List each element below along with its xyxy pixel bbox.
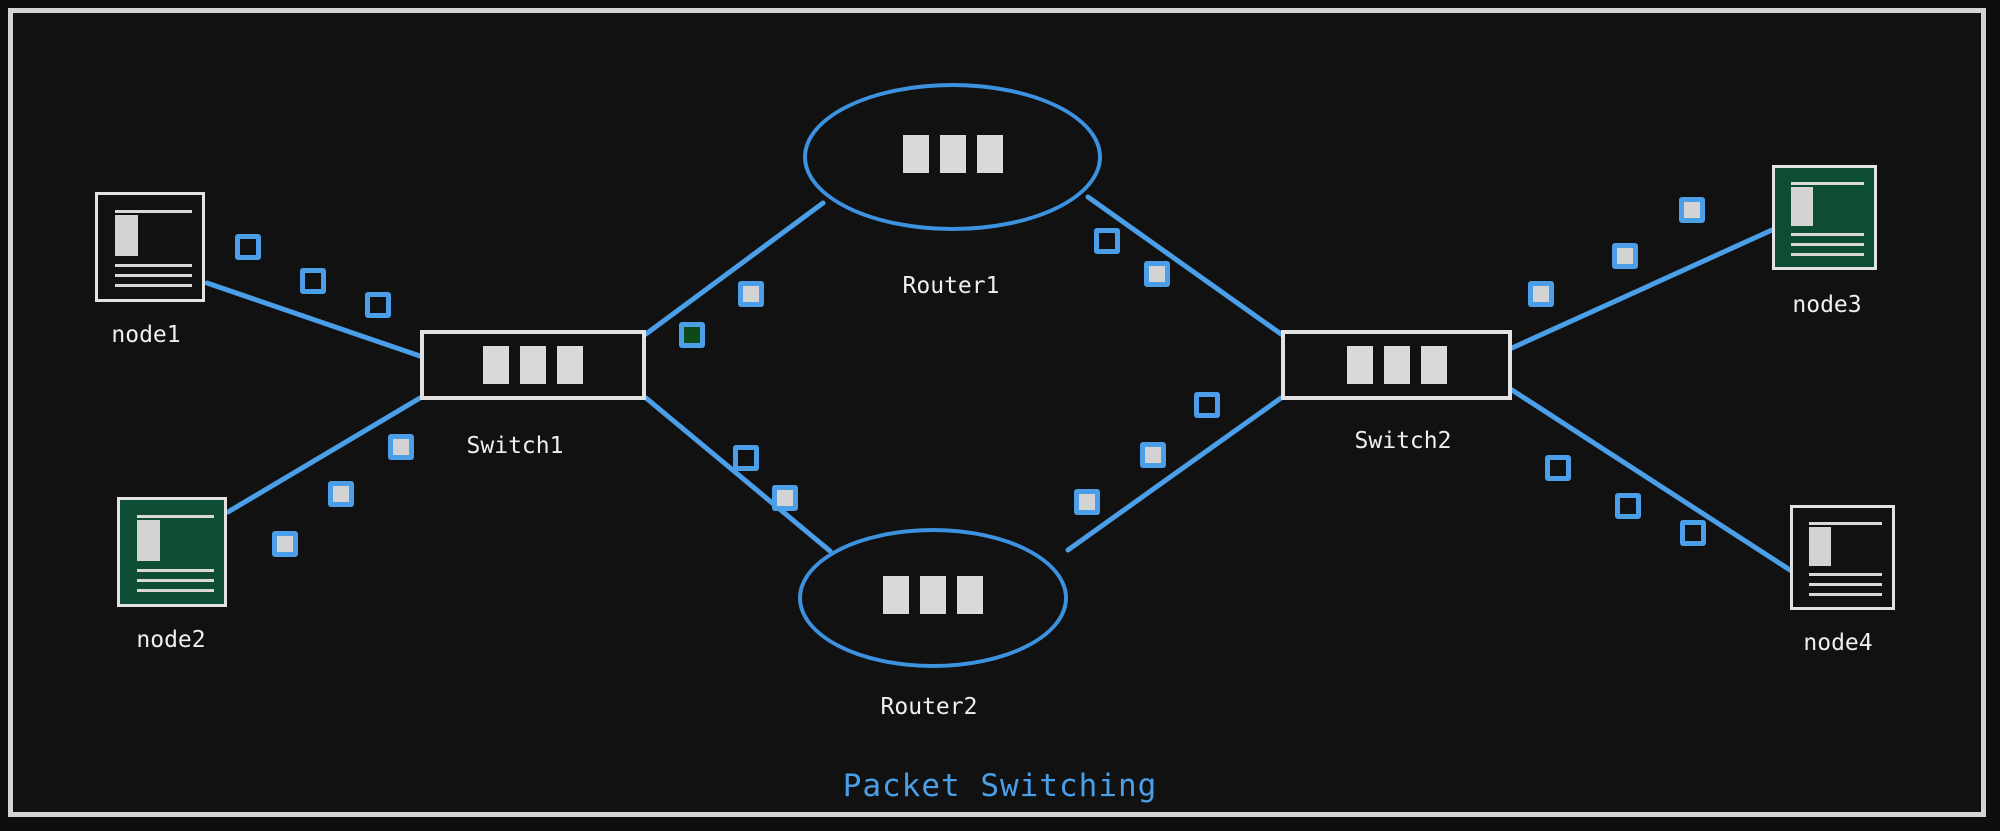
router-port-bar [902,135,929,173]
diagram-title: Packet Switching [842,768,1158,804]
node-text-line [1790,233,1865,237]
packet [679,322,705,348]
packet [1679,197,1705,223]
node-text-line [1808,593,1883,597]
node-text-line [1790,243,1865,247]
device-node3[interactable] [1772,165,1877,270]
link-switch1-router1 [643,200,826,337]
node-text-line [136,579,214,583]
packet [1194,392,1220,418]
packet [1612,243,1638,269]
device-router1[interactable] [803,83,1102,231]
device-label-router1: Router1 [902,273,1000,299]
router-port-bar [957,576,983,614]
node-text-line [114,284,192,288]
packet [1074,489,1100,515]
node-thumbnail-block [136,519,160,562]
packet [235,234,261,260]
router-port-bar [883,576,909,614]
link-node2-switch1 [225,395,423,515]
device-node2[interactable] [117,497,227,607]
node-text-line [114,263,192,267]
packet [1545,455,1571,481]
node-thumbnail-block [114,214,138,257]
node-thumbnail-block [1790,186,1813,227]
link-switch1-router2 [643,395,833,554]
device-node4[interactable] [1790,505,1895,610]
node-text-line [1808,573,1883,577]
switch-port-bar [557,346,583,384]
packet [738,281,764,307]
node-header-line [114,209,192,213]
link-router1-switch2 [1085,194,1284,337]
device-label-router2: Router2 [880,694,978,720]
switch-port-bar [520,346,546,384]
link-node1-switch1 [204,280,423,359]
packet [272,531,298,557]
node-text-line [114,274,192,278]
packet [300,268,326,294]
link-switch2-node3 [1509,227,1775,351]
device-label-switch2: Switch2 [1354,428,1452,454]
router-port-bar [976,135,1003,173]
device-label-switch1: Switch1 [466,433,564,459]
packet [365,292,391,318]
node-text-line [136,568,214,572]
router-port-bar [939,135,966,173]
packet [733,445,759,471]
packet [1144,261,1170,287]
node-text-line [1790,253,1865,257]
device-switch2[interactable] [1281,330,1512,400]
packet [388,434,414,460]
packet [1680,520,1706,546]
device-switch1[interactable] [420,330,646,400]
node-thumbnail-block [1808,526,1831,567]
device-label-node4: node4 [1803,630,1873,656]
switch-port-bar [1420,346,1447,384]
node-text-line [136,589,214,593]
packet [1094,228,1120,254]
packet [328,481,354,507]
switch-port-bar [1346,346,1373,384]
node-header-line [1790,181,1865,185]
device-router2[interactable] [798,528,1068,668]
links-group [204,194,1793,573]
node-header-line [1808,521,1883,525]
device-label-node1: node1 [111,322,181,348]
node-text-line [1808,583,1883,587]
link-router2-switch2 [1065,395,1284,553]
packet [772,485,798,511]
packet [1615,493,1641,519]
router-port-bar [920,576,946,614]
packet [1140,442,1166,468]
device-label-node2: node2 [136,627,206,653]
switch-port-bar [483,346,509,384]
device-label-node3: node3 [1792,292,1862,318]
switch-port-bar [1383,346,1410,384]
device-node1[interactable] [95,192,205,302]
packet [1528,281,1554,307]
node-header-line [136,514,214,518]
link-switch2-node4 [1509,387,1793,573]
